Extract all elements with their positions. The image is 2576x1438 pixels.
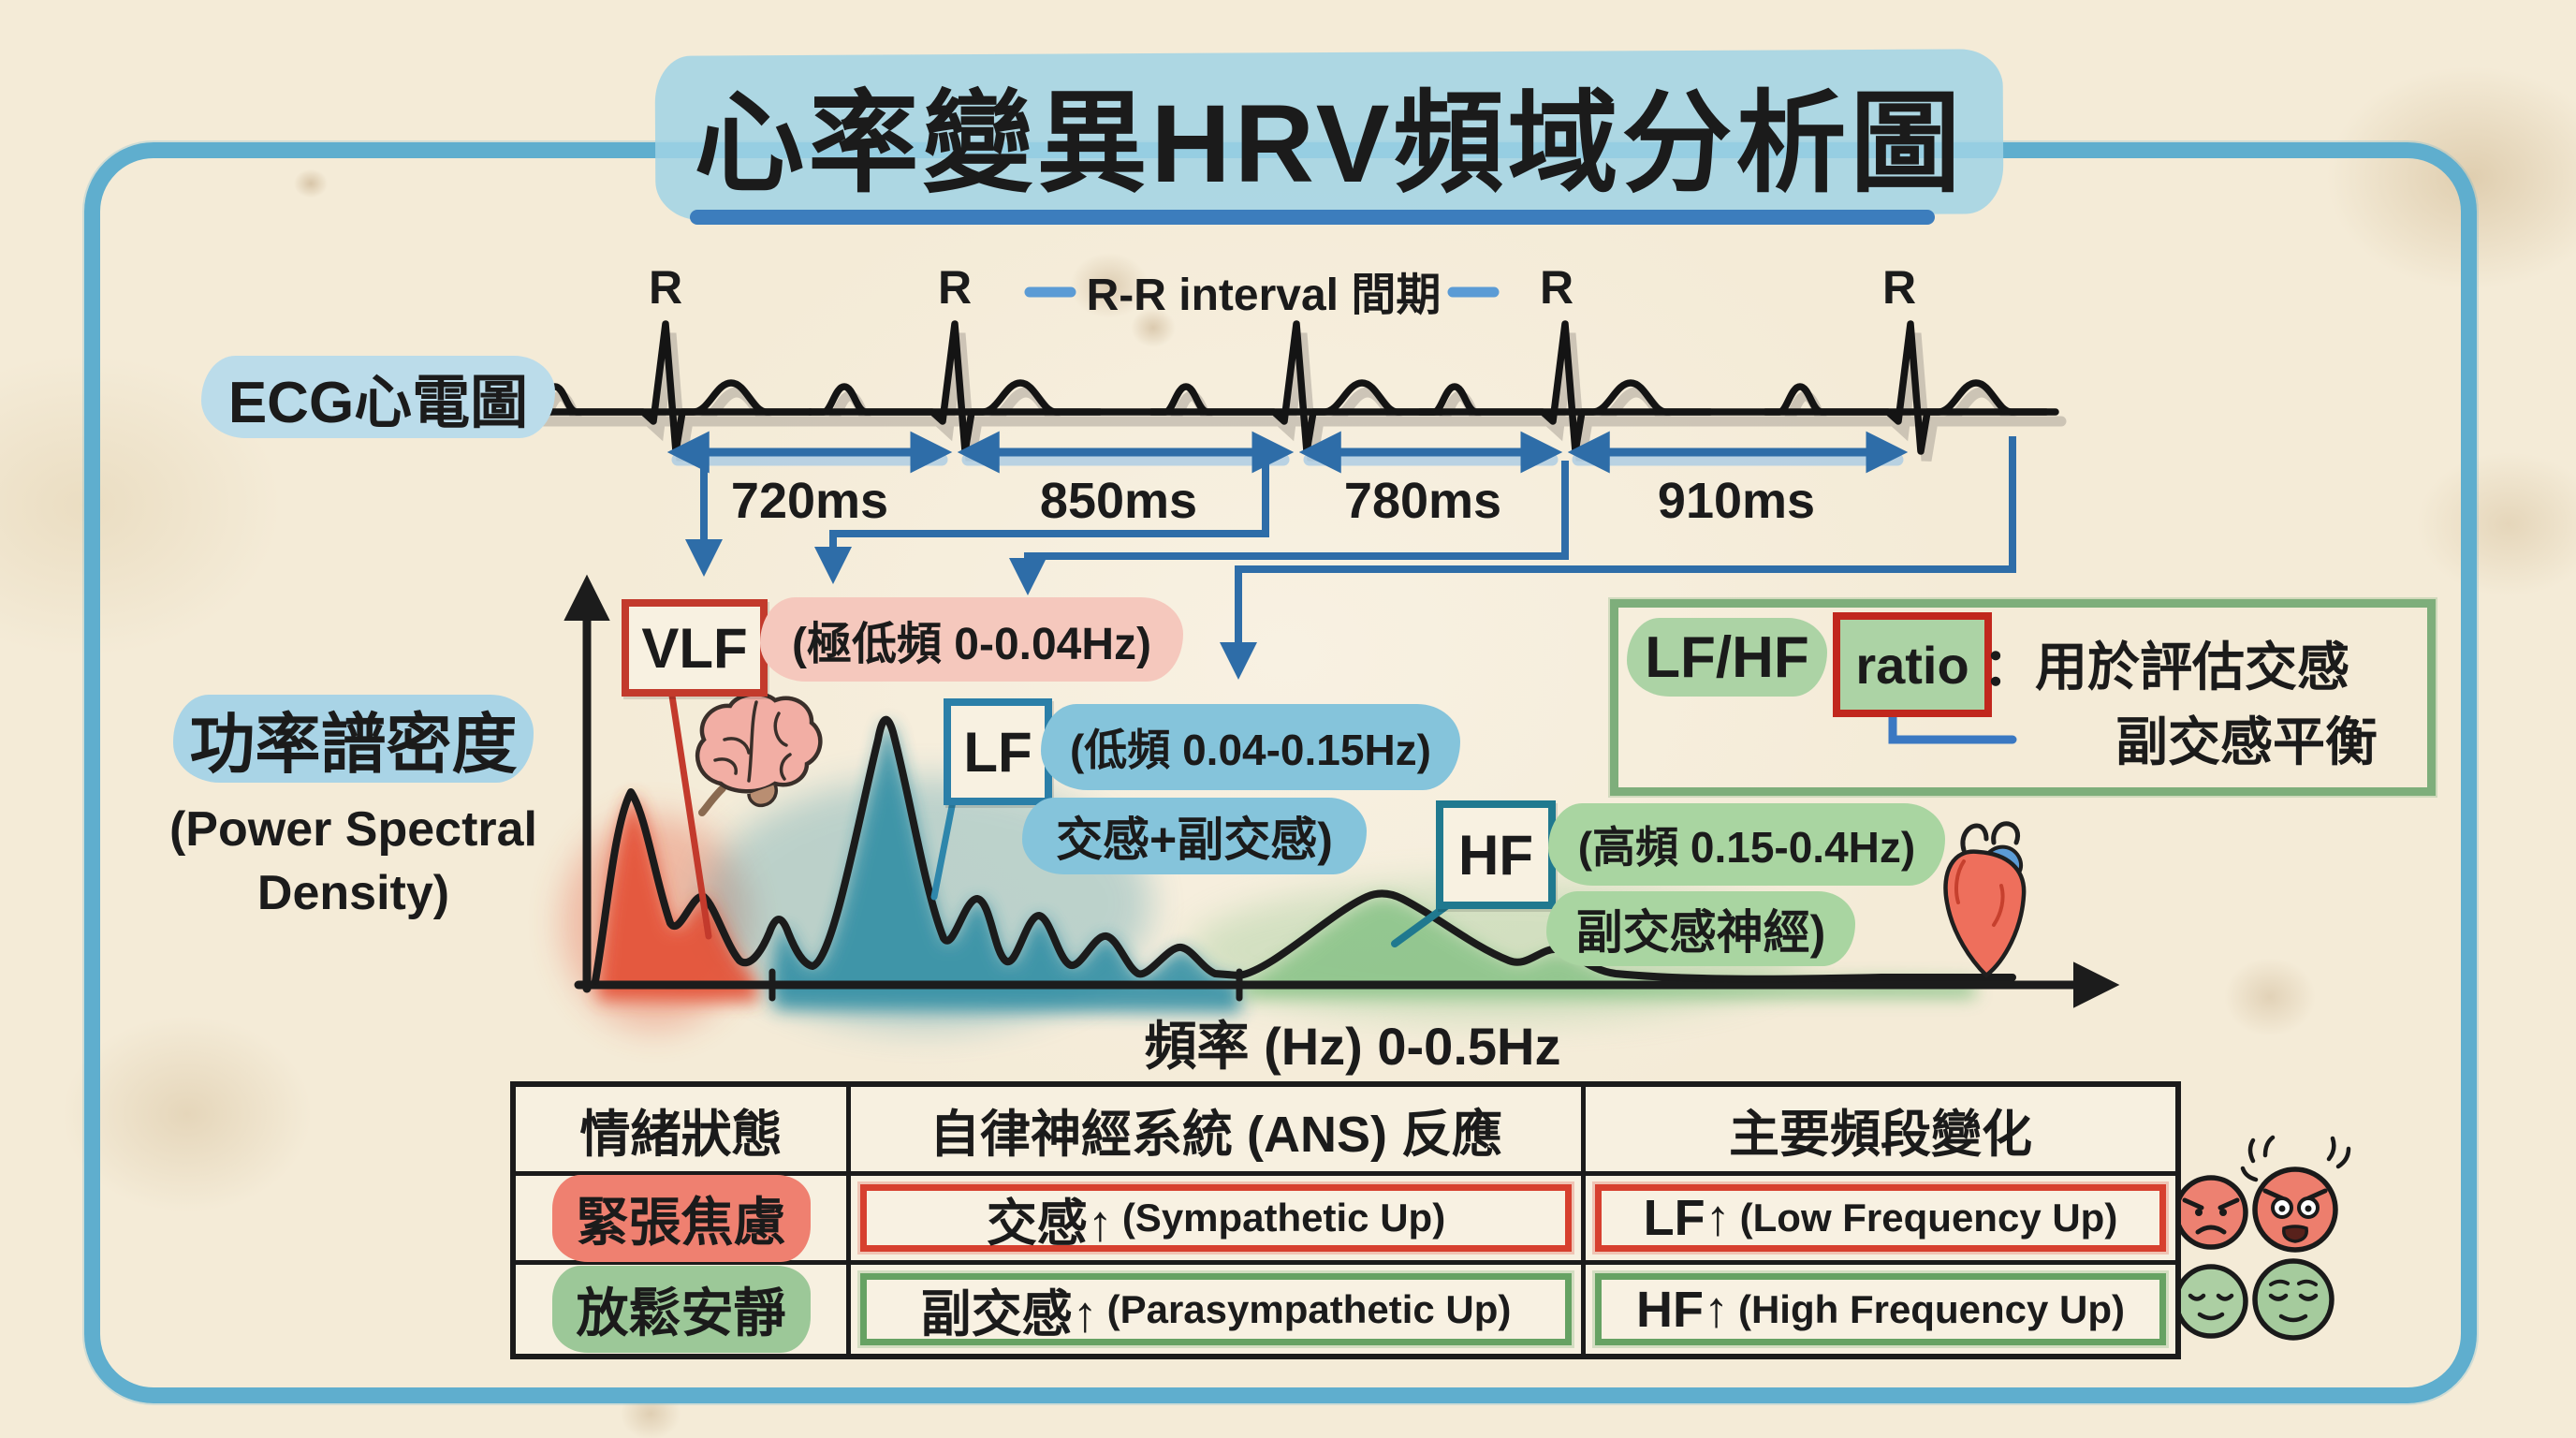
r-peak-label: R [1539,261,1574,314]
band-cell-tense: LF↑ (Low Frequency Up) [1595,1184,2166,1252]
psd-y-label: 功率譜密度 [173,695,534,783]
relaxed-face [2252,1258,2334,1341]
table-row-tense-state: 緊張焦慮 [516,1174,851,1265]
interval-value: 850ms [1039,473,1198,529]
interval-value: 780ms [1343,473,1502,529]
lf-band-badge: LF [944,698,1052,805]
table-header-state: 情緒狀態 [516,1087,851,1176]
angry-face [2174,1175,2248,1250]
ecg-shadow [526,333,2061,461]
ecg-section-label: ECG心電圖 [201,356,555,438]
psd-axes [564,574,2120,1008]
heart-icon [1943,821,2027,979]
band-cell-relaxed: HF↑ (High Frequency Up) [1595,1273,2166,1345]
stressed-face [2240,1135,2351,1253]
lfhf-highlight [1627,618,1827,697]
table-row-tense-ans: 交感↑ (Sympathetic Up) [851,1176,1586,1265]
vlf-band-badge: VLF [622,599,768,697]
r-peak-label: R [937,261,973,314]
lf-band-range: (低頻 0.04-0.15Hz) [1041,704,1460,790]
brain-icon [695,692,823,816]
page-title: 心率變異HRV頻域分析圖 [694,81,1965,206]
ans-cell-tense: 交感↑ (Sympathetic Up) [860,1184,1572,1252]
vlf-band-range: (極低頻 0-0.04Hz) [760,597,1183,682]
r-peak-label: R [648,261,683,314]
rr-interval-label: R-R interval 間期 [1086,271,1442,320]
table-row-relaxed-band: HF↑ (High Frequency Up) [1586,1265,2175,1354]
hf-band-range: (高頻 0.15-0.4Hz) [1548,803,1945,886]
state-badge-relaxed: 放鬆安靜 [551,1266,811,1353]
table-row-relaxed-ans: 副交感↑ (Parasympathetic Up) [851,1265,1586,1354]
psd-y-label-en: (Power Spectral Density) [168,802,538,920]
interval-value: 910ms [1657,473,1816,529]
hf-band-badge: HF [1436,800,1556,909]
r-peak-label: R [1881,261,1917,314]
ecg-waveform [520,324,2056,451]
interval-value: 720ms [730,473,889,529]
hf-band-note: 副交感神經) [1546,891,1855,966]
lf-band-note: 交感+副交感) [1022,798,1367,874]
lfhf-text: LF/HF [1645,624,1809,690]
psd-curve [592,716,2016,985]
ratio-badge: ratio [1833,612,1992,717]
table-row-tense-band: LF↑ (Low Frequency Up) [1586,1176,2175,1265]
ratio-desc-line2: 副交感平衡 [2115,712,2378,771]
table-row-relaxed-state: 放鬆安靜 [516,1265,851,1354]
state-badge-tense: 緊張焦慮 [551,1174,811,1262]
calm-face [2174,1264,2248,1339]
ans-cell-relaxed: 副交感↑ (Parasympathetic Up) [860,1273,1572,1345]
ratio-info-box [1610,599,2436,796]
psd-x-axis-label: 頻率 (Hz) 0-0.5Hz [1144,1016,1561,1076]
flow-connectors [685,436,2016,680]
ratio-desc-line1: ：用於評估交感 [1983,638,2349,697]
title-underline [690,210,1935,225]
table-header-band: 主要頻段變化 [1586,1087,2175,1176]
table-header-ans: 自律神經系統 (ANS) 反應 [851,1087,1586,1176]
emotion-hrv-table: 情緒狀態 自律神經系統 (ANS) 反應 主要頻段變化 緊張焦慮 交感↑ (Sy… [510,1081,2181,1359]
